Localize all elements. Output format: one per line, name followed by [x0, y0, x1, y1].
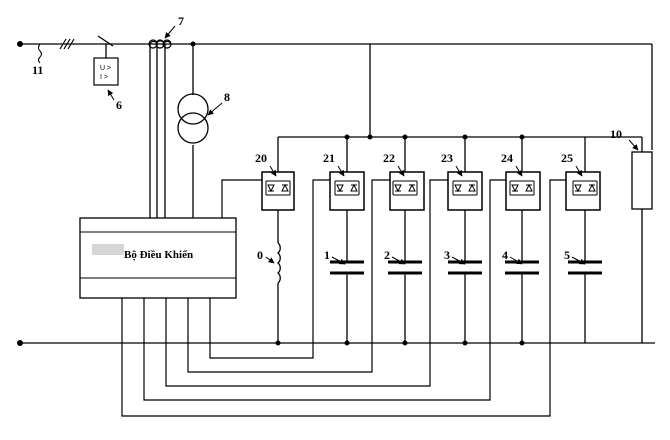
label-25: 25 — [561, 151, 573, 165]
label-5: 5 — [564, 248, 570, 262]
thyristor-icons — [265, 180, 598, 196]
label-20: 20 — [255, 151, 267, 165]
label-8: 8 — [224, 90, 230, 104]
branch-0 — [261, 137, 295, 343]
controller-box: Bộ Điều Khiển — [79, 217, 237, 299]
junction-dots — [17, 41, 525, 346]
label-3: 3 — [444, 248, 450, 262]
thyristor-boxes — [261, 171, 601, 211]
resistor-10 — [631, 151, 653, 210]
capacitor-icons — [330, 260, 602, 275]
capacitor-branches — [329, 137, 601, 343]
controller-label: Bộ Điều Khiển — [124, 249, 193, 261]
label-arrows — [107, 25, 639, 265]
inductor-icon — [276, 242, 281, 284]
label-1: 1 — [324, 248, 330, 262]
lead-11 — [37, 43, 43, 64]
label-23: 23 — [441, 151, 453, 165]
relay-label-2: I > — [100, 74, 108, 81]
label-24: 24 — [501, 151, 513, 165]
component-labels: 7 8 6 11 20 21 22 23 24 25 10 0 1 2 3 4 … — [32, 14, 622, 262]
label-11: 11 — [32, 63, 43, 77]
label-0: 0 — [257, 248, 263, 262]
current-transformer-icon — [148, 39, 172, 49]
relay-label-1: U > — [100, 65, 111, 72]
label-2: 2 — [384, 248, 390, 262]
label-6: 6 — [116, 98, 122, 112]
label-22: 22 — [383, 151, 395, 165]
label-7: 7 — [178, 14, 184, 28]
transformer-icon — [177, 93, 209, 144]
protection-relay: U > I > — [93, 57, 119, 86]
line-break-icon — [59, 38, 75, 50]
label-4: 4 — [502, 248, 508, 262]
control-wires — [121, 179, 566, 417]
label-21: 21 — [323, 151, 335, 165]
label-10: 10 — [610, 127, 622, 141]
breaker-switch-icon — [97, 35, 114, 47]
